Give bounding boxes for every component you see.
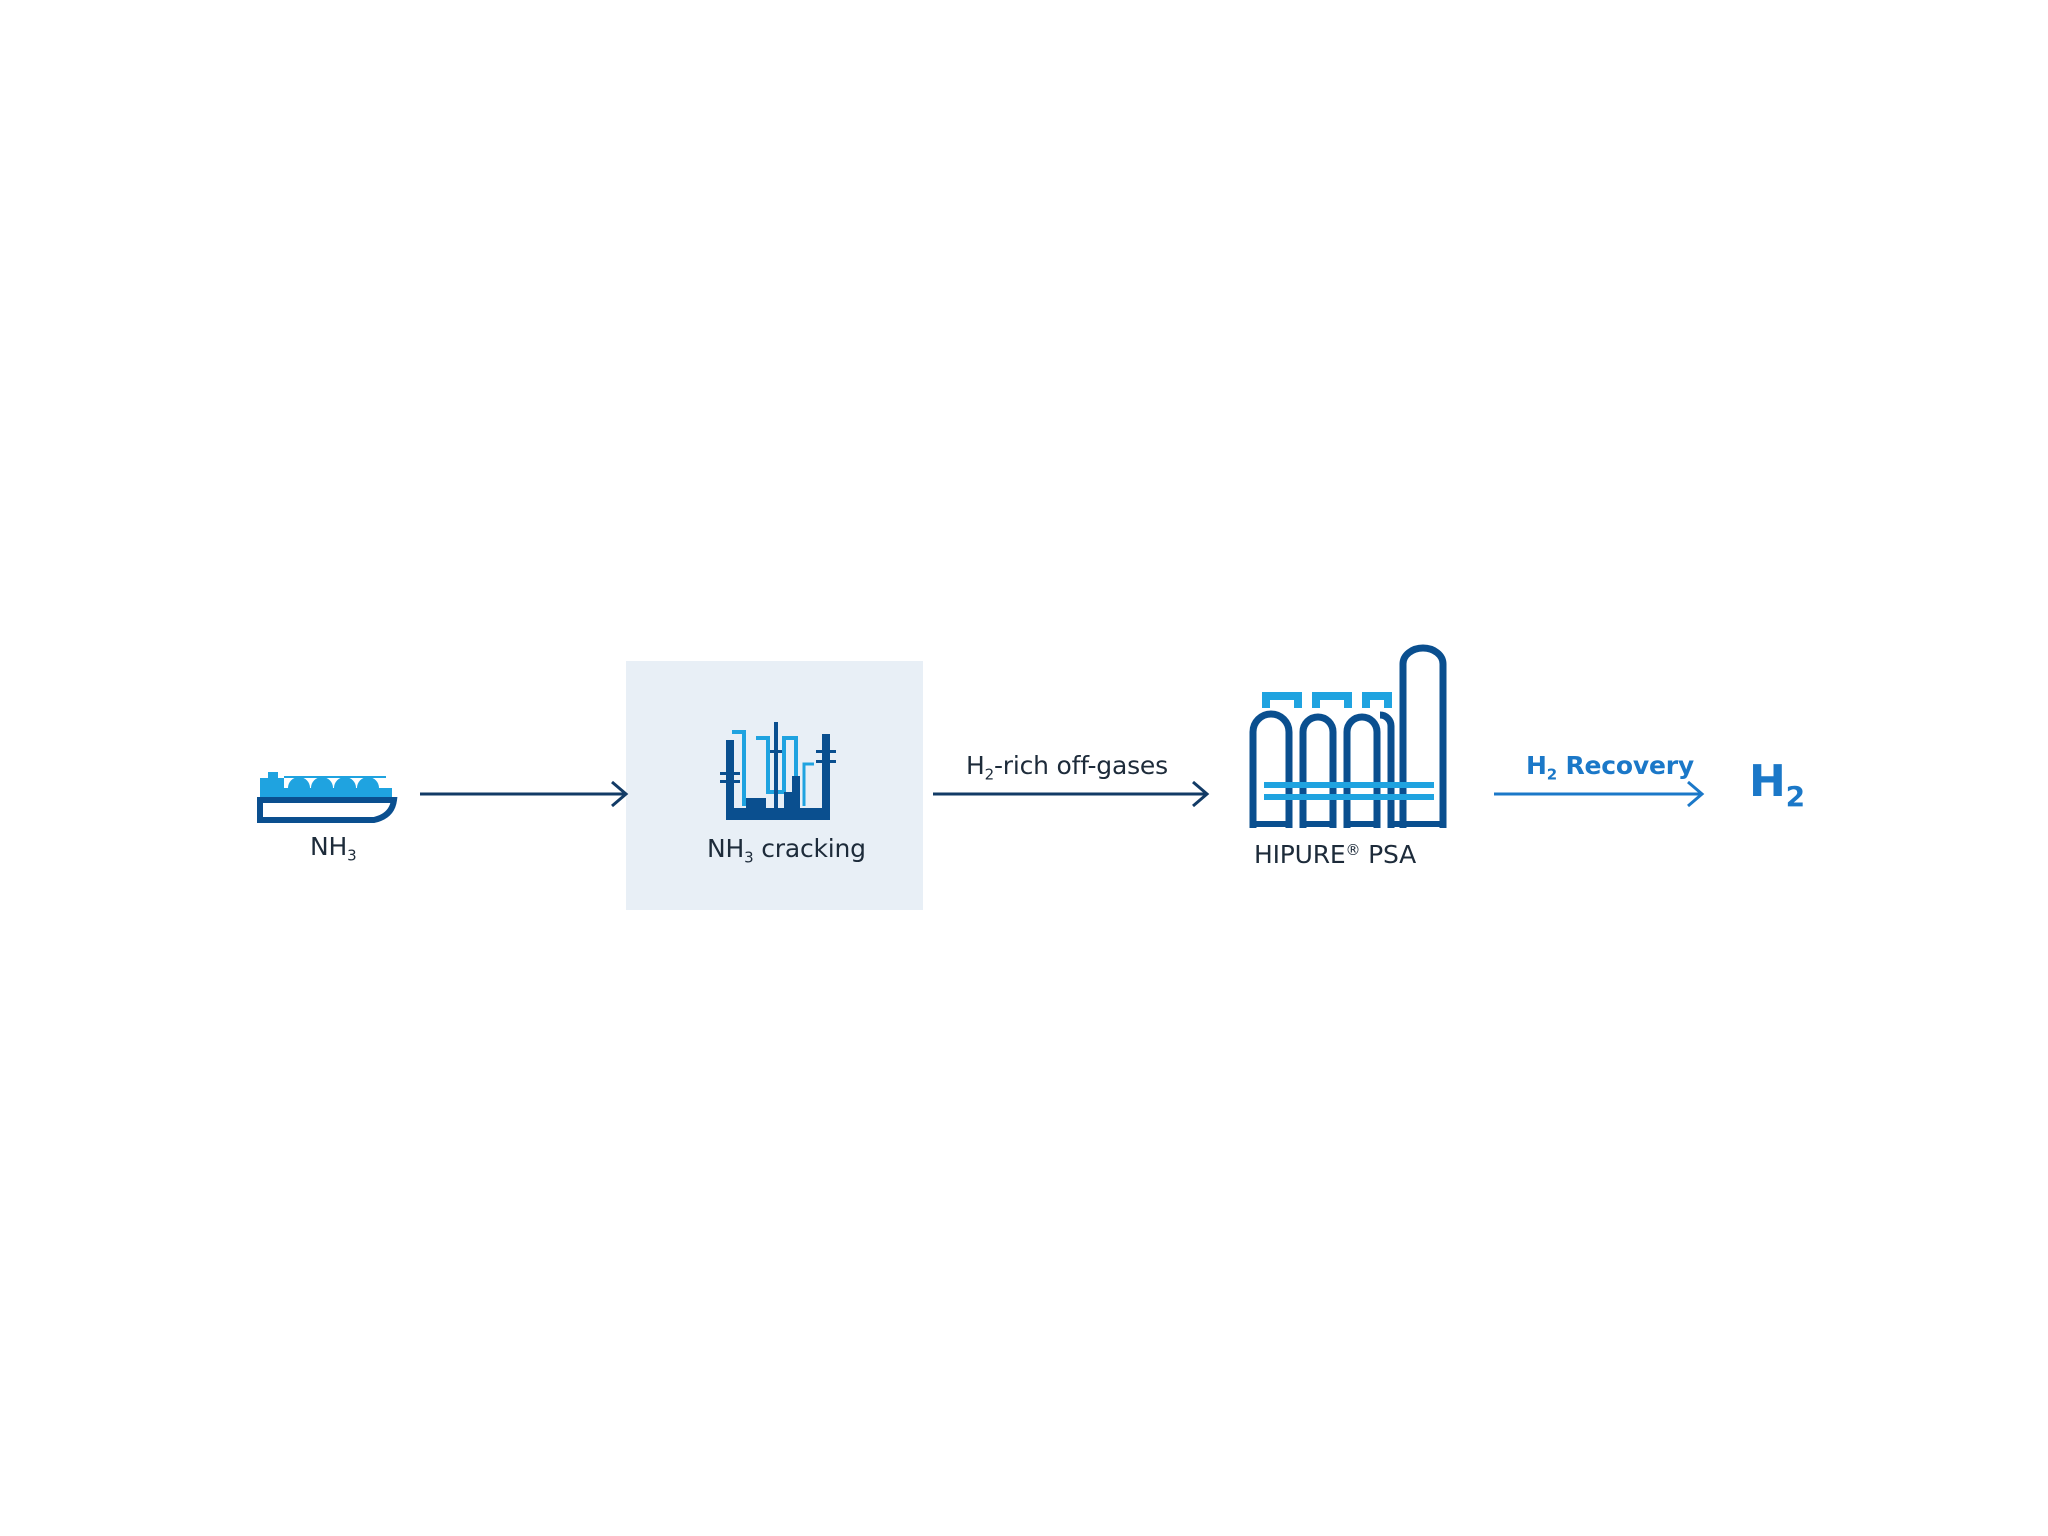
cracking-plant-icon: [720, 722, 836, 820]
arrow-source-to-cracking: [420, 780, 629, 808]
source-label: NH3: [310, 832, 357, 865]
arrow-psa-to-product: [1494, 780, 1705, 808]
recovery-label: H2 Recovery: [1526, 751, 1694, 784]
product-label: H2: [1749, 756, 1805, 813]
offgas-label: H2-rich off-gases: [966, 751, 1168, 784]
psa-unit-icon: [1249, 644, 1447, 828]
arrow-cracking-to-psa: [933, 780, 1210, 808]
cracking-label: NH3 cracking: [707, 834, 866, 867]
psa-label: HIPURE® PSA: [1254, 840, 1416, 869]
ship-icon: [257, 772, 398, 823]
